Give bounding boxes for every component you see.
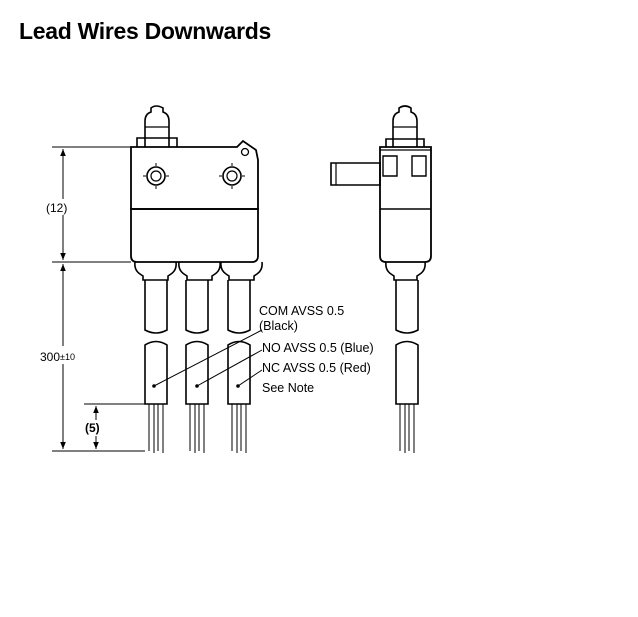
lead-wire-com — [144, 280, 168, 453]
side-view-switch — [330, 105, 432, 281]
dimension-lead-length-tolerance: ±10 — [60, 352, 75, 362]
leader-lines — [152, 329, 263, 388]
dimension-lead-length: 300±10 — [40, 350, 75, 364]
mounting-hole-right — [219, 163, 245, 189]
page-title: Lead Wires Downwards — [19, 18, 271, 44]
dimension-lines — [52, 146, 145, 452]
label-com-wire: COM AVSS 0.5 — [259, 304, 344, 318]
label-see-note: See Note — [262, 381, 314, 395]
lead-wire-nc — [227, 280, 251, 453]
dimension-body-height: (12) — [46, 201, 67, 215]
label-com-color: (Black) — [259, 319, 298, 333]
label-nc-wire: NC AVSS 0.5 (Red) — [262, 361, 371, 375]
mounting-hole-left — [143, 163, 169, 189]
dimension-strip-length: (5) — [85, 421, 100, 435]
front-view-switch — [130, 105, 263, 281]
side-view-lead-wire — [395, 280, 419, 453]
label-no-wire: NO AVSS 0.5 (Blue) — [262, 341, 374, 355]
lead-wire-no — [185, 280, 209, 453]
dimension-lead-length-value: 300 — [40, 350, 60, 364]
